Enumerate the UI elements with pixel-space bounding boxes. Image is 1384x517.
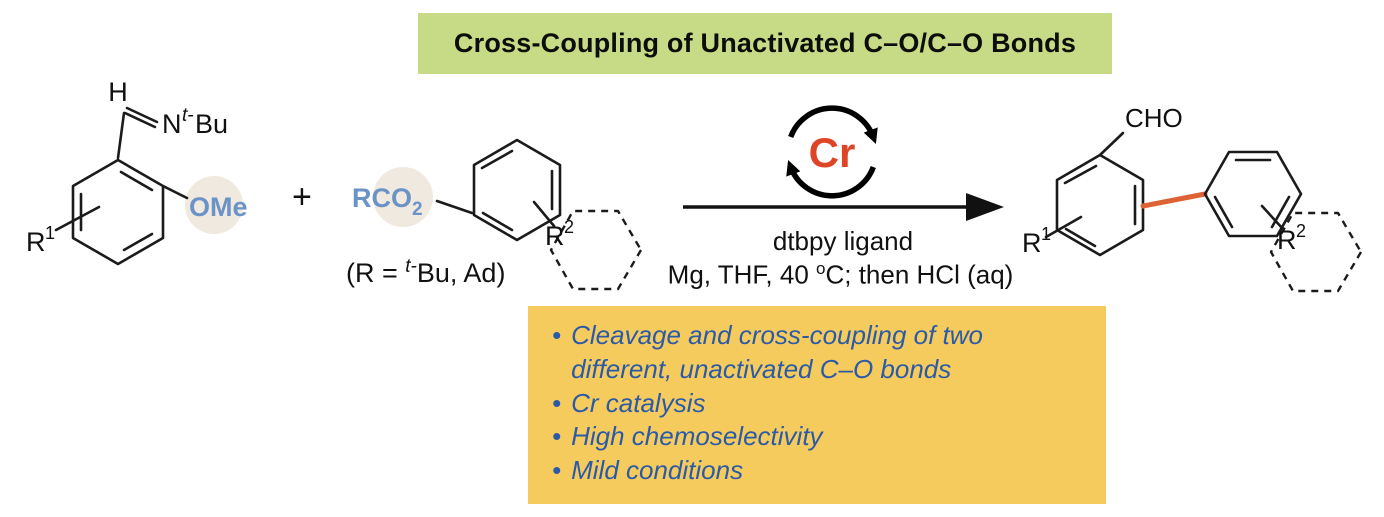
degree-sup: o — [816, 259, 826, 278]
r-def-t-sup: t- — [405, 256, 417, 277]
cr-symbol: Cr — [809, 129, 856, 176]
imine-h-label: H — [108, 77, 128, 107]
feature-item: • Mild conditions — [544, 454, 1090, 488]
r1-sup: 1 — [45, 223, 55, 243]
feature-text: Mild conditions — [571, 455, 744, 486]
product-r1-sup: 1 — [1041, 224, 1051, 244]
r2-variable-bond — [532, 200, 556, 228]
highlights-box: • Cleavage and cross-coupling of two dif… — [528, 306, 1106, 504]
r2-variable-bond — [1260, 204, 1285, 231]
cycle-arrow-bottom — [786, 159, 876, 199]
bullet-icon: • — [552, 387, 562, 418]
r2-label: R — [545, 221, 565, 251]
cn-double-bond — [125, 106, 159, 124]
r1-variable-bond — [1044, 215, 1083, 239]
conditions-text-b: C; then HCl (aq) — [825, 259, 1014, 290]
tbu-sup-label: t- — [182, 105, 194, 126]
feature-item: • Cr catalysis — [544, 387, 1090, 421]
feature-item: • High chemoselectivity — [544, 420, 1090, 454]
r-def-rest: Bu, Ad) — [416, 258, 506, 288]
highlights-list: • Cleavage and cross-coupling of two dif… — [544, 319, 1090, 488]
rco2-sub: 2 — [412, 199, 423, 220]
benzene-ring-a — [1055, 153, 1145, 257]
reactant-ester-structure: RCO 2 R 2 — [352, 138, 643, 291]
product-r2-sup: 2 — [1296, 221, 1306, 241]
benzene-ring — [71, 158, 165, 266]
cn-double-bond — [123, 111, 157, 129]
bullet-icon: • — [552, 455, 562, 486]
r-definition: (R = t-Bu, Ad) — [346, 256, 505, 289]
r1-label: R — [26, 227, 46, 257]
reaction-conditions: Mg, THF, 40 oC; then HCl (aq) — [618, 259, 1063, 291]
cr-catalytic-cycle: Cr — [786, 105, 878, 199]
double-bond — [1063, 164, 1098, 185]
double-bond — [1270, 195, 1291, 229]
cho-bond — [1098, 131, 1125, 157]
ome-bond — [161, 184, 189, 200]
r2-sup: 2 — [564, 217, 574, 237]
feature-text: Cr catalysis — [571, 387, 706, 418]
feature-item: • Cleavage and cross-coupling of two dif… — [544, 319, 1090, 387]
imine-c-ring-bond — [116, 111, 126, 160]
cho-label: CHO — [1125, 103, 1183, 133]
double-bond — [481, 211, 514, 232]
bullet-icon: • — [552, 320, 562, 350]
double-bond — [480, 149, 514, 170]
double-bond — [1213, 195, 1234, 229]
imine-n-label: N — [162, 109, 182, 139]
reaction-arrow — [683, 193, 1004, 221]
product-r1-label: R — [1022, 228, 1042, 258]
r1-variable-bond — [54, 205, 101, 232]
feature-text: Cleavage and cross-coupling of two diffe… — [571, 320, 984, 384]
dashed-fused-ring — [1269, 211, 1363, 293]
rco2-label: RCO — [352, 183, 412, 213]
product-structure: CHO R 1 R 2 — [1022, 103, 1363, 293]
new-biaryl-bond — [1140, 191, 1208, 209]
bu-label: Bu — [195, 109, 228, 139]
ome-label: OMe — [189, 192, 248, 222]
bullet-icon: • — [552, 421, 562, 452]
conditions-text-a: Mg, THF, 40 — [667, 259, 817, 290]
cycle-arrow-top — [788, 105, 878, 145]
ester-aryl-bond — [435, 199, 474, 215]
double-bond — [1064, 227, 1097, 248]
ligand-condition: dtbpy ligand — [772, 226, 914, 256]
plus-sign: + — [292, 178, 312, 216]
banner-title: Cross-Coupling of Unactivated C–O/C–O Bo… — [453, 28, 1077, 58]
benzene-ring — [472, 138, 562, 242]
rco2-highlight-circle — [373, 167, 433, 227]
reactant-imine-structure: H N t- Bu OMe R 1 — [26, 77, 248, 266]
double-bond — [119, 170, 154, 192]
ome-highlight-circle — [185, 176, 243, 234]
double-bond — [122, 232, 154, 252]
arrow-head — [966, 193, 1004, 221]
feature-text: High chemoselectivity — [571, 421, 823, 452]
dashed-fused-ring — [549, 209, 643, 291]
benzene-ring-b — [1203, 150, 1303, 238]
r-def-open: (R = — [346, 258, 406, 288]
title-banner: Cross-Coupling of Unactivated C–O/C–O Bo… — [418, 13, 1112, 74]
product-r2-label: R — [1277, 225, 1297, 255]
